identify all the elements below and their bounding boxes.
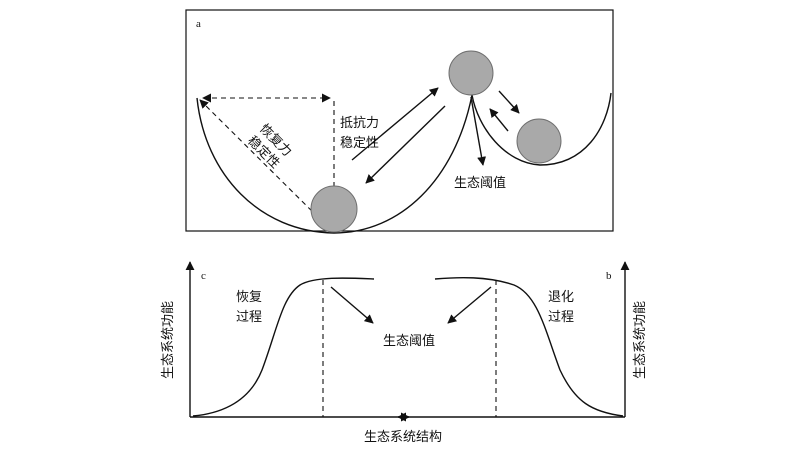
recovery-label-line2: 过程 xyxy=(236,310,262,325)
dashed-diagonal-line xyxy=(199,99,332,231)
degradation-label-line1: 退化 xyxy=(548,290,574,305)
panel-b-letter: b xyxy=(606,270,612,282)
resilience-label: 恢复力 稳定性 xyxy=(244,122,294,172)
large-valley-curve xyxy=(196,94,473,234)
panel-a-letter: a xyxy=(196,18,201,30)
small-valley-curve xyxy=(471,92,612,166)
degradation-curve xyxy=(434,276,624,417)
ball-peak xyxy=(448,50,494,96)
resistance-label-line2: 稳定性 xyxy=(340,135,379,151)
y-axis-label-left: 生态系统功能 xyxy=(161,301,176,379)
recovery-label-line1: 恢复 xyxy=(236,290,262,305)
arrow-peak-down xyxy=(470,96,487,166)
threshold-label-bc: 生态阈值 xyxy=(383,333,435,349)
panel-a: a 恢复力 稳定性 抵抗力 稳定性 生态阈值 xyxy=(185,9,614,234)
panel-c-letter: c xyxy=(201,270,206,282)
degradation-label-line2: 过程 xyxy=(548,310,574,325)
resistance-label-line1: 抵抗力 xyxy=(340,116,379,131)
arrow-down-left xyxy=(365,105,446,184)
arrow-up-right xyxy=(351,87,439,161)
panel-a-frame xyxy=(185,9,614,232)
recovery-curve xyxy=(192,277,375,417)
x-axis-label: 生态系统结构 xyxy=(364,430,442,445)
arrow-to-small-valley-2 xyxy=(489,108,509,132)
arrow-threshold-left xyxy=(330,286,374,324)
arrow-to-small-valley-1 xyxy=(498,90,520,114)
panel-bc: c b 恢复 过程 退化 过程 生态阈值 生态系统功能 生态系统功能 生态系统结… xyxy=(161,261,648,445)
arrow-threshold-right xyxy=(447,286,492,324)
threshold-label-a: 生态阈值 xyxy=(454,175,506,191)
ball-bottom xyxy=(310,185,358,233)
ball-small-valley xyxy=(516,118,562,164)
y-axis-label-right: 生态系统功能 xyxy=(633,301,648,379)
